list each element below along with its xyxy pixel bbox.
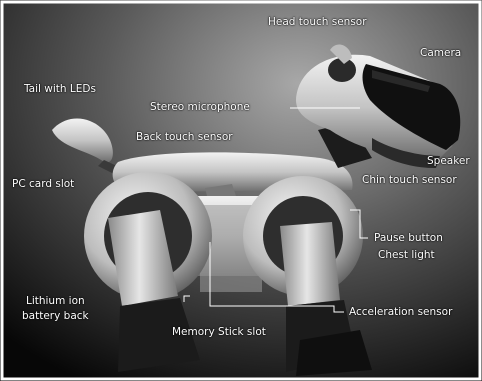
label-memory-stick-slot: Memory Stick slot bbox=[172, 326, 266, 338]
label-lithium-ion-battery-back: Lithium ion battery back bbox=[22, 294, 89, 324]
label-stereo-microphone: Stereo microphone bbox=[150, 101, 250, 113]
label-pause-button: Pause button bbox=[374, 232, 443, 244]
label-camera: Camera bbox=[420, 47, 461, 59]
label-speaker: Speaker bbox=[427, 155, 470, 167]
label-tail-with-leds: Tail with LEDs bbox=[24, 83, 96, 95]
label-head-touch-sensor: Head touch sensor bbox=[268, 16, 367, 28]
label-pc-card-slot: PC card slot bbox=[12, 178, 74, 190]
label-chest-light: Chest light bbox=[378, 249, 435, 261]
label-chin-touch-sensor: Chin touch sensor bbox=[362, 174, 457, 186]
label-back-touch-sensor: Back touch sensor bbox=[136, 131, 233, 143]
label-acceleration-sensor: Acceleration sensor bbox=[349, 306, 452, 318]
